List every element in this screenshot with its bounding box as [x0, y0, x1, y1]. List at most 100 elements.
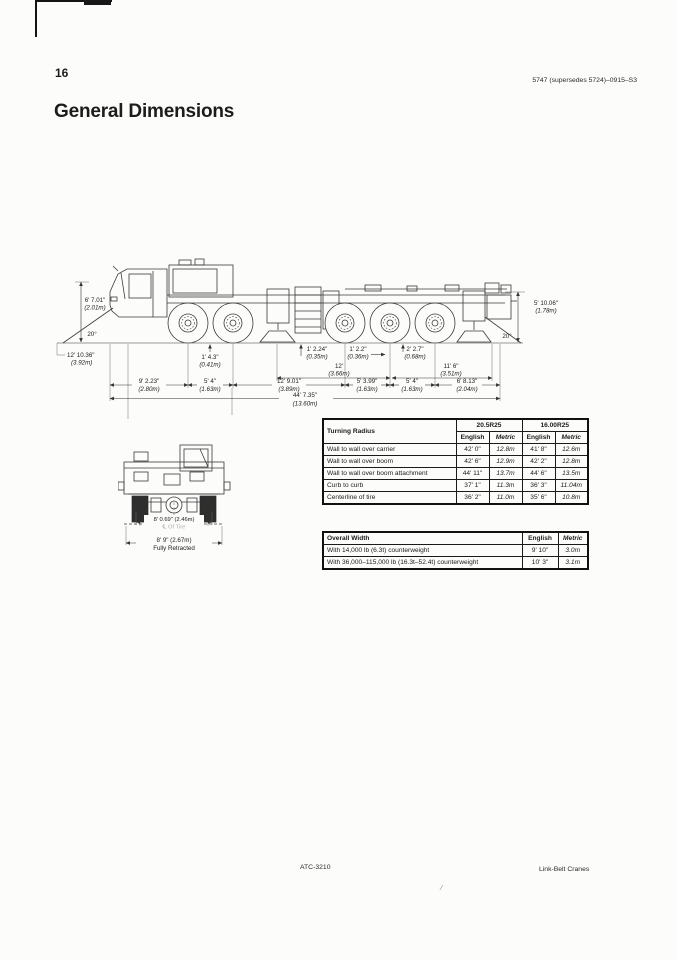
table-cell: 11.04m [554, 479, 589, 492]
dim-chain-1-en: 9' 2.23" [139, 378, 160, 385]
unit-header: Metric [488, 431, 523, 444]
dim-front-overhang-en: 12' 10.36" [67, 352, 94, 359]
dim-chain-2-m: (1.63m) [199, 386, 220, 393]
dim-overall-length-en: 44' 7.35" [293, 392, 317, 399]
side-view-drawing: 6' 7.01" (2.01m) 20° 12' 10.36" (3.92m) … [56, 258, 558, 419]
dim-rear-width-sub: Fully Retracted [153, 545, 195, 552]
dim-chain-6-m: (2.04m) [456, 386, 477, 393]
dim-overall-length-m: (13.60m) [293, 401, 318, 408]
table-row: Wall to wall over boom 42' 6" 12.9m 42' … [322, 455, 589, 468]
dim-frame-clearance-m: (0.41m) [199, 362, 220, 369]
table-cell: 12.9m [488, 455, 523, 468]
wheel [324, 302, 366, 344]
unit-header: Metric [554, 431, 589, 444]
table-cell: 3.0m [557, 544, 589, 557]
dim-cab-height-m: (2.01m) [84, 305, 105, 312]
table-cell: 36' 2" [455, 491, 490, 505]
dim-frame-clearance-en: 1' 4.3" [201, 354, 218, 361]
dim-chain-3-en: 12' 9.01" [277, 378, 301, 385]
wheel [414, 302, 456, 344]
row-label: Wall to wall over boom [322, 455, 457, 468]
dim-chain-1-m: (2.80m) [138, 386, 159, 393]
wheel [369, 302, 411, 344]
table-cell: 44' 11" [455, 467, 490, 480]
dim-chain-4-en: 5' 3.99" [357, 378, 378, 385]
table-row: Wall to wall over boom attachment 44' 11… [322, 467, 589, 480]
table-row: Centerline of tire 36' 2" 11.0m 35' 6" 1… [322, 491, 589, 505]
table-cell: 42' 6" [455, 455, 490, 468]
dim-outrigger-span-rear-en: 11' 6" [444, 363, 459, 370]
dim-rear-width-en: 8' 9" (2.67m) [156, 537, 191, 544]
table-cell: 44' 6" [521, 467, 556, 480]
tire-size-header: 20.5R25 [455, 418, 523, 432]
truck-outline [62, 258, 522, 344]
dim-cab-height-en: 6' 7.01" [85, 297, 106, 304]
row-label: Wall to wall over boom attachment [322, 467, 457, 480]
table-cell: 10' 3" [521, 556, 559, 570]
unit-header: English [455, 431, 490, 444]
doc-code: 5747 (supersedes 5724)–0915–S3 [532, 77, 637, 84]
scan-stray-mark: ⁄ [441, 885, 443, 892]
dim-tread-sub: ℄ Of Tire [163, 524, 186, 531]
row-label: With 36,000–115,000 lb (16.3t–52.4t) cou… [322, 556, 523, 570]
dim-chain-6-en: 6' 8.13" [457, 378, 478, 385]
table-cell: 12.8m [488, 443, 523, 456]
table-row: Curb to curb 37' 1" 11.3m 36' 3" 11.04m [322, 479, 589, 492]
dimension-lines [79, 281, 520, 401]
dim-chain-2-en: 5' 4" [204, 378, 216, 385]
turning-radius-title: Turning Radius [322, 418, 457, 444]
dimension-labels: 6' 7.01" (2.01m) 20° 12' 10.36" (3.92m) … [67, 297, 558, 408]
dim-clearance-a-en: 1' 2.24" [307, 346, 328, 353]
table-cell: 10.8m [554, 491, 589, 505]
dim-rear-height-m: (1.78m) [535, 308, 556, 315]
row-label: With 14,000 lb (6.3t) counterweight [322, 544, 523, 557]
dim-outrigger-span-front-en: 12' [335, 363, 343, 370]
dim-clearance-c-m: (0.68m) [404, 354, 425, 361]
dim-front-overhang-m: (3.92m) [71, 360, 92, 367]
table-cell: 35' 6" [521, 491, 556, 505]
rear-dimension-labels: 8' 0.69" (2.46m) ℄ Of Tire 8' 9" (2.67m)… [153, 517, 195, 552]
dim-chain-3-m: (3.89m) [278, 386, 299, 393]
table-cell: 12.6m [554, 443, 589, 456]
scan-artifact-blob [84, 0, 111, 5]
dim-departure-angle: 20° [502, 333, 512, 340]
unit-header: English [521, 431, 556, 444]
dim-tread-en: 8' 0.69" (2.46m) [154, 517, 195, 523]
wheels [167, 302, 456, 344]
dim-rear-height-en: 5' 10.06" [534, 300, 558, 307]
scan-artifact-vertical [35, 0, 37, 37]
dim-approach-angle: 20° [87, 331, 97, 338]
dim-chain-4-m: (1.63m) [356, 386, 377, 393]
dim-outrigger-span-front-m: (3.66m) [328, 371, 349, 378]
row-label: Curb to curb [322, 479, 457, 492]
table-cell: 37' 1" [455, 479, 490, 492]
scan-artifact-horizontal [36, 0, 112, 2]
dim-chain-5-m: (1.63m) [401, 386, 422, 393]
dim-outrigger-span-rear-m: (3.51m) [440, 371, 461, 378]
footer-doc-number: ATC-3210 [300, 864, 331, 871]
table-cell: 42' 2" [521, 455, 556, 468]
page-number: 16 [55, 66, 69, 80]
overall-width-title: Overall Width [322, 531, 523, 545]
unit-header: Metric [557, 531, 589, 545]
table-row: Wall to wall over carrier 42' 0" 12.8m 4… [322, 443, 589, 456]
label-mask [144, 515, 204, 530]
table-cell: 12.8m [554, 455, 589, 468]
rear-view-drawing: 8' 0.69" (2.46m) ℄ Of Tire 8' 9" (2.67m)… [118, 444, 231, 552]
dim-clearance-b-m: (0.36m) [347, 354, 368, 361]
wheel [167, 302, 209, 344]
turning-radius-table: Turning Radius 20.5R25 16.00R25 English … [322, 418, 590, 505]
tire-size-header: 16.00R25 [521, 418, 589, 432]
dim-chain-5-en: 5' 4" [406, 378, 418, 385]
table-cell: 9' 10" [521, 544, 559, 557]
table-cell: 11.0m [488, 491, 523, 505]
row-label: Wall to wall over carrier [322, 443, 457, 456]
unit-header: English [521, 531, 559, 545]
table-cell: 3.1m [557, 556, 589, 570]
page-title: General Dimensions [54, 101, 235, 122]
label-mask [136, 536, 212, 552]
footer-brand: Link-Belt Cranes [539, 866, 590, 873]
dim-clearance-c-en: 2' 2.7" [406, 346, 423, 353]
table-row: With 14,000 lb (6.3t) counterweight 9' 1… [322, 544, 589, 557]
